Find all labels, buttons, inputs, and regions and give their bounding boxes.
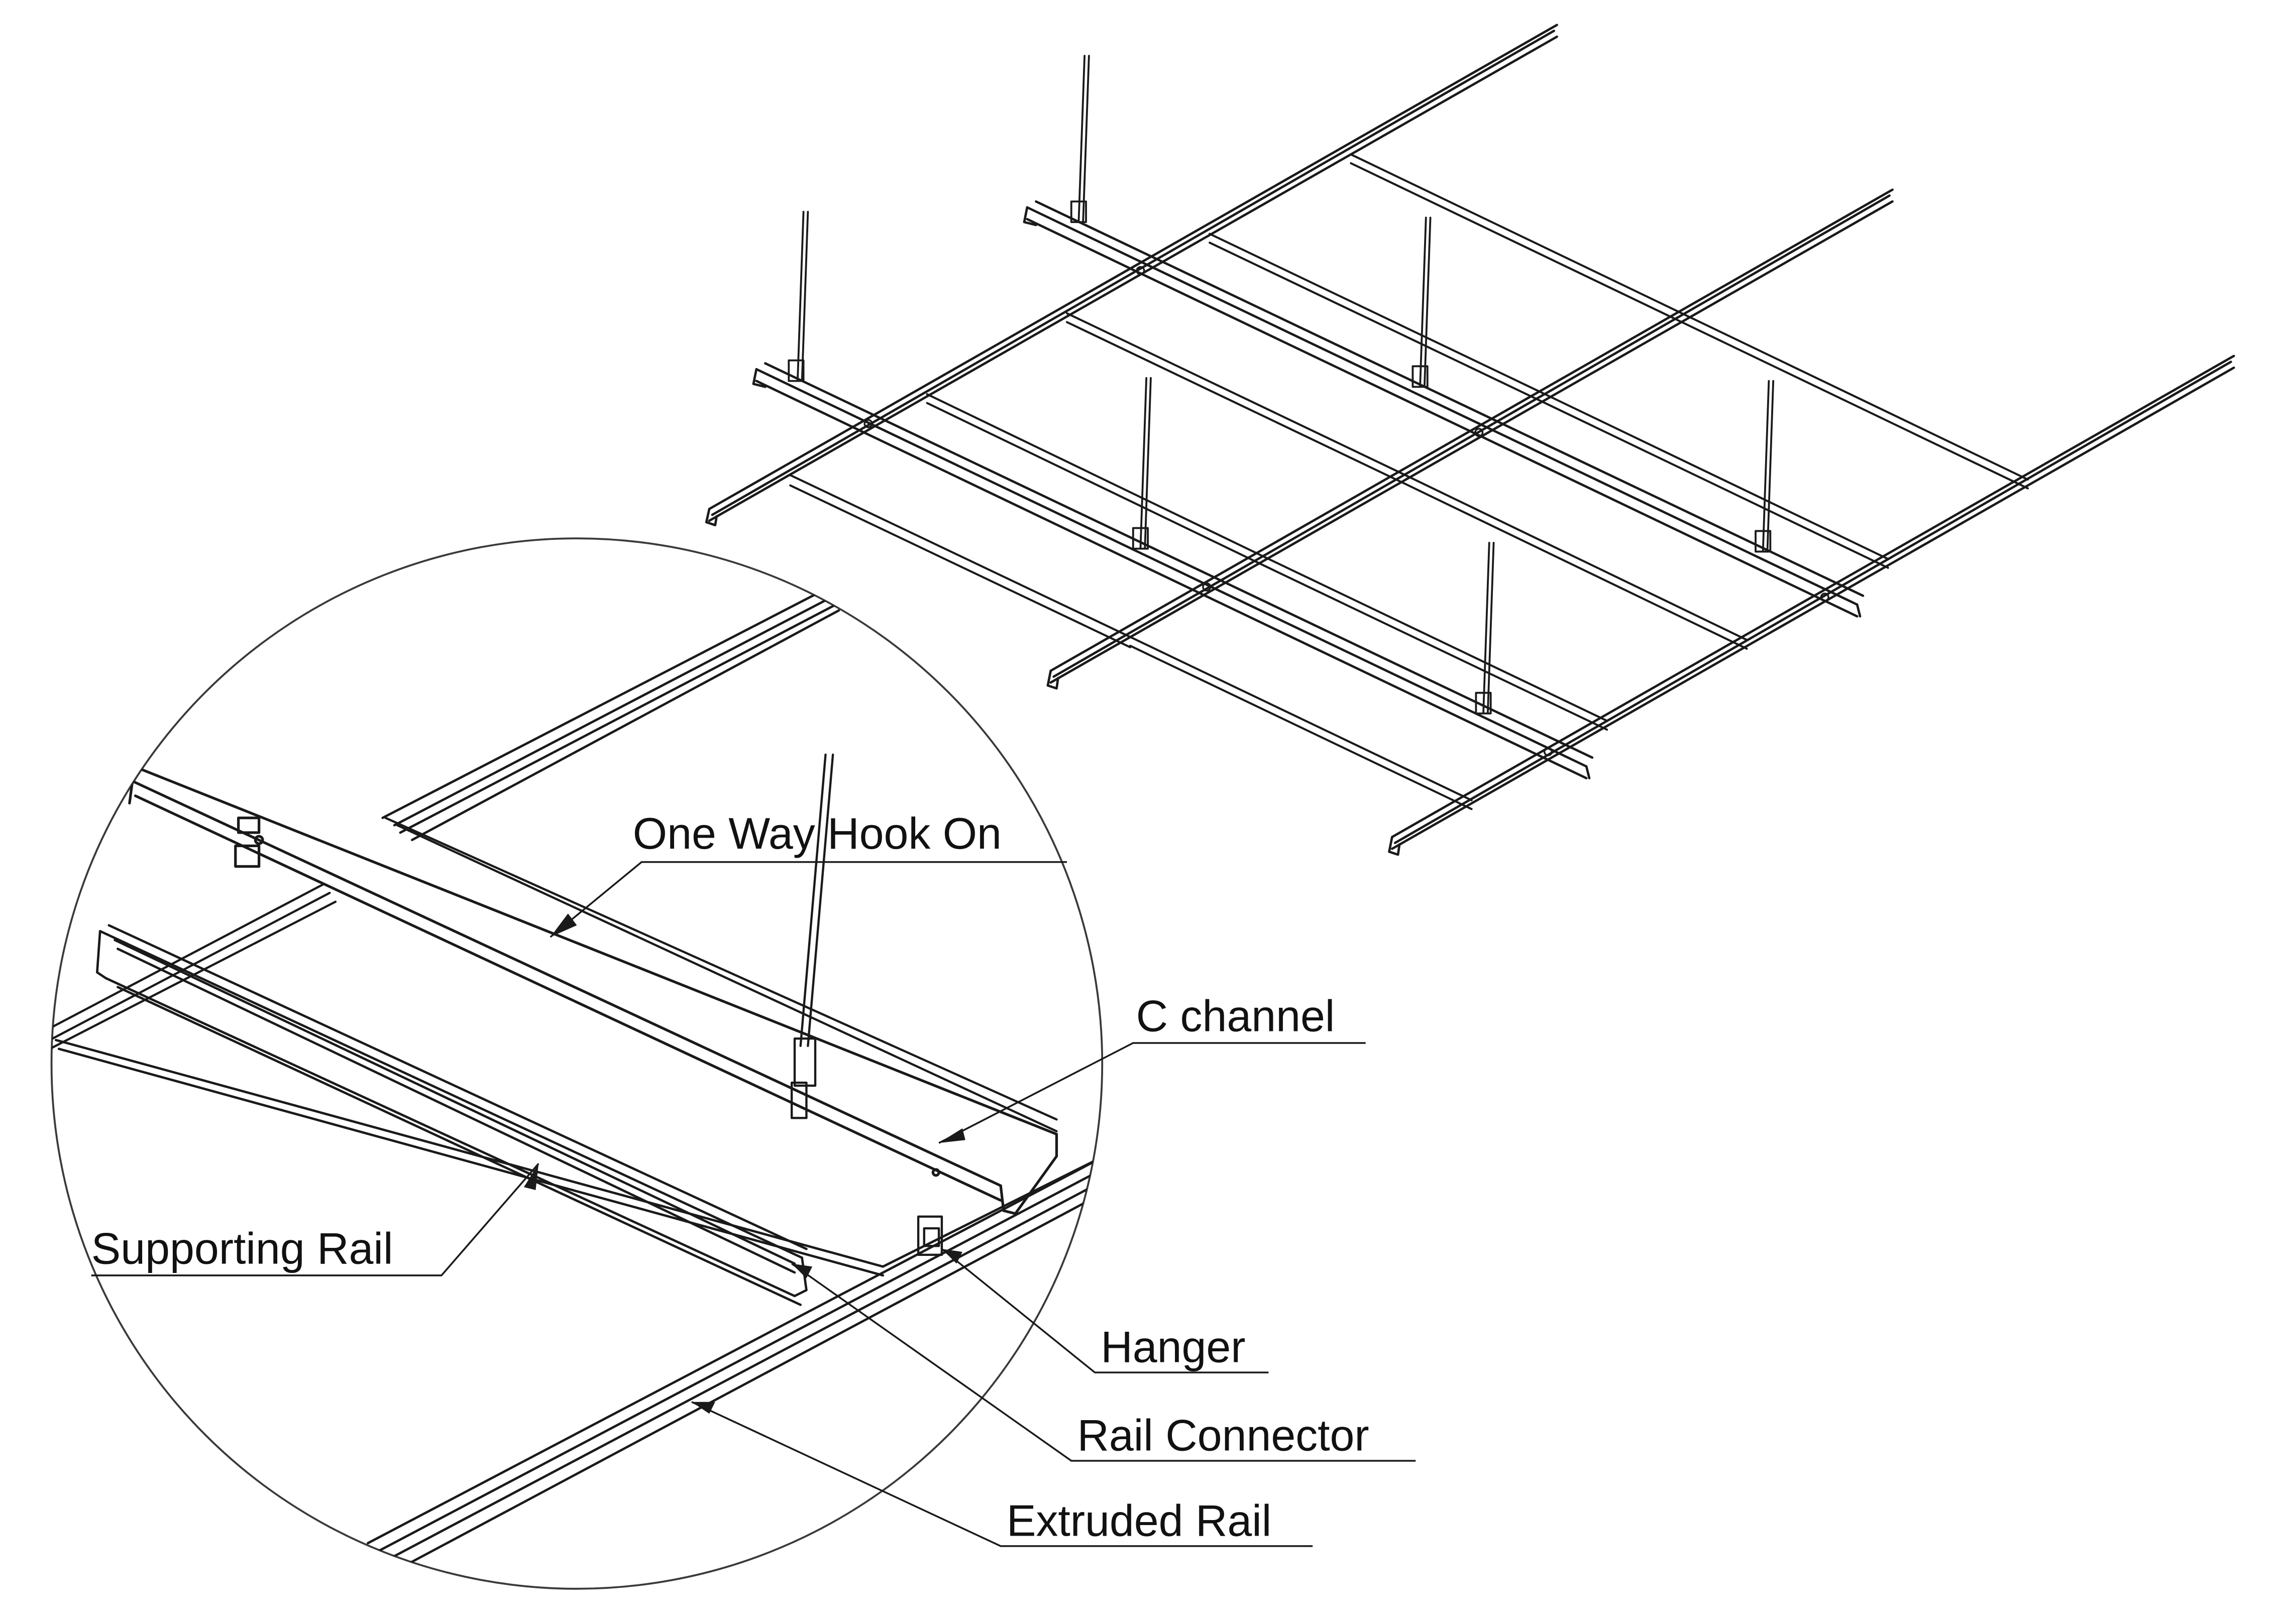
- detail-view: [50, 537, 1104, 1590]
- overview-grid: [705, 24, 2235, 856]
- detail-c-channel: [128, 768, 1058, 1215]
- detail-left-extruded-rail: [51, 883, 337, 1053]
- overview-extruded-rails: [705, 24, 2235, 856]
- label-rail-connector: Rail Connector: [1077, 1410, 1369, 1460]
- callout-arrowheads: [523, 913, 965, 1414]
- label-one-way-hook-on: One Way Hook On: [633, 808, 1002, 858]
- detail-cross-rail: [384, 817, 1058, 1132]
- label-supporting-rail: Supporting Rail: [91, 1223, 393, 1273]
- overview-cross-rails: [789, 153, 2029, 810]
- detail-hanger: [790, 753, 943, 1256]
- overview-connectors: [863, 266, 1829, 756]
- label-hanger: Hanger: [1101, 1322, 1245, 1372]
- detail-circle: [50, 537, 1104, 1590]
- label-c-channel: C channel: [1136, 991, 1335, 1041]
- callouts: [91, 861, 1416, 1547]
- label-extruded-rail: Extruded Rail: [1007, 1495, 1272, 1545]
- detail-back-extruded-rail: [381, 589, 840, 842]
- overview-hangers: [788, 55, 1775, 715]
- overview-c-channels: [752, 200, 1865, 779]
- detail-front-extruded-rail: [54, 1038, 1103, 1571]
